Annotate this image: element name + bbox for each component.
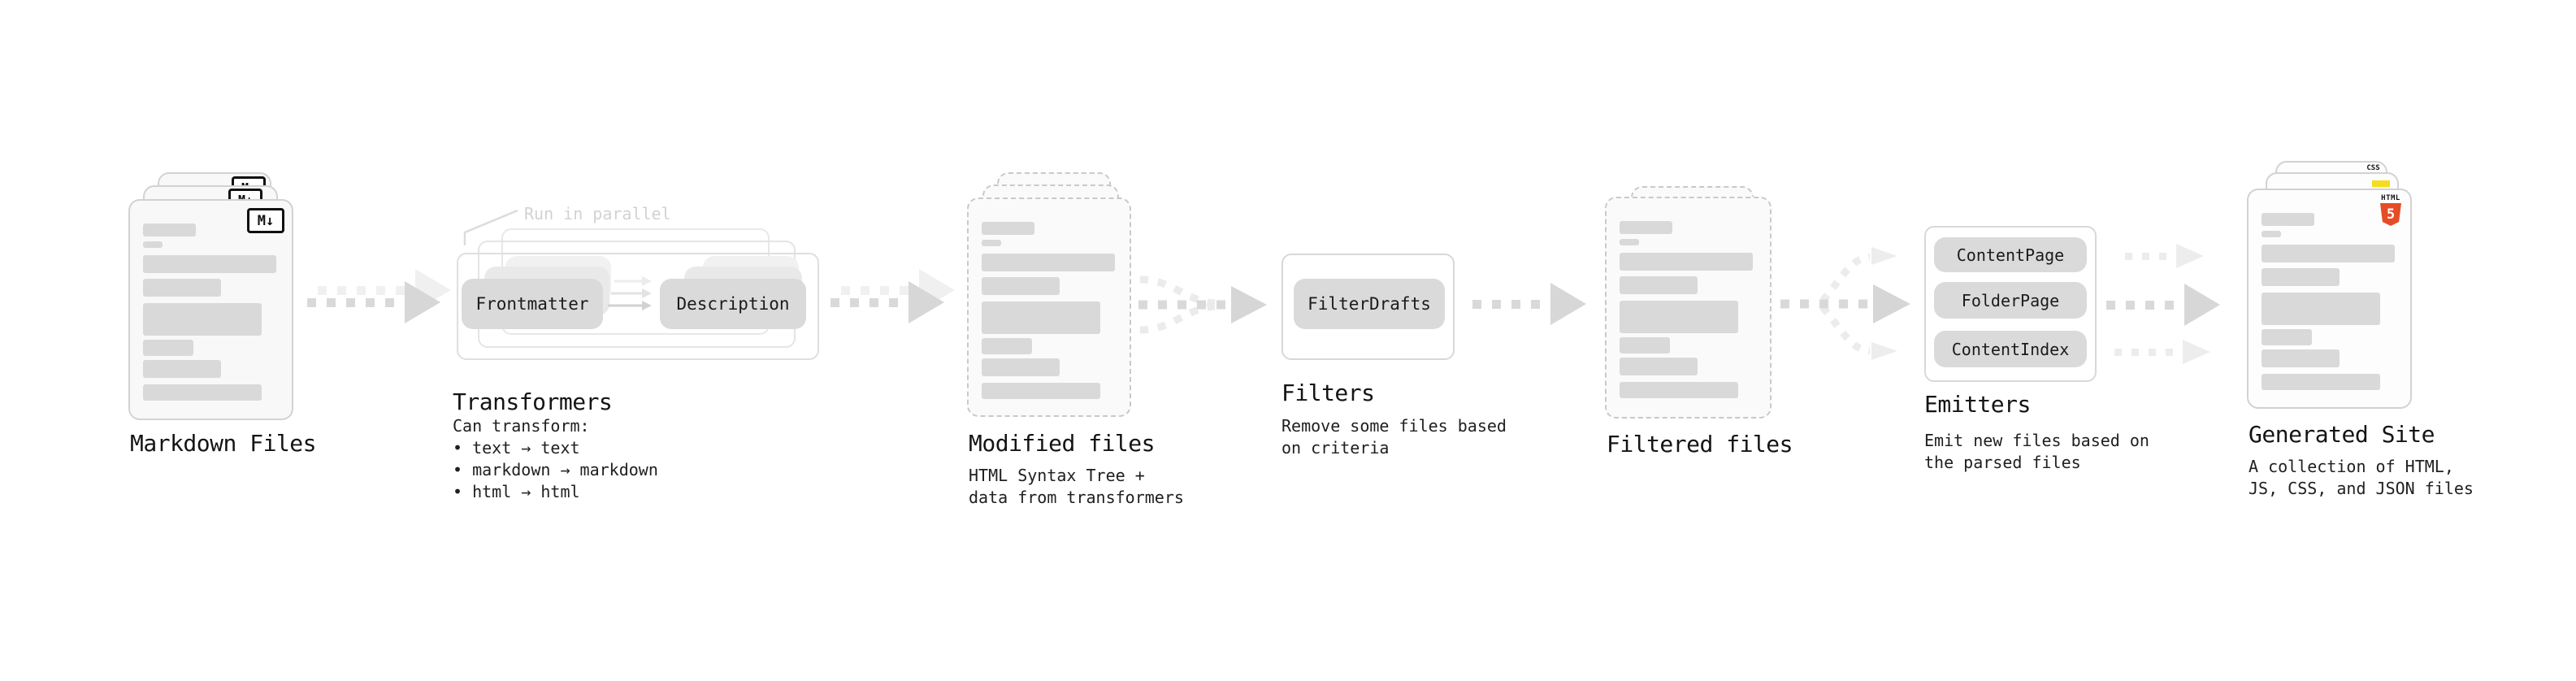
doc-line bbox=[982, 358, 1060, 376]
doc-line bbox=[143, 360, 221, 378]
doc-line bbox=[982, 254, 1115, 271]
flow-arrow-emitter-top bbox=[2125, 242, 2204, 270]
parallel-note-connector bbox=[463, 209, 518, 245]
flow-arrow-emitter-bottom bbox=[2114, 338, 2210, 366]
filtered-files-label: Filtered files bbox=[1607, 431, 1793, 458]
doc-line bbox=[982, 240, 1001, 246]
markdown-file-card-front: M↓ bbox=[128, 199, 293, 420]
transformer-pill-frontmatter: Frontmatter bbox=[462, 279, 603, 329]
doc-line bbox=[2262, 349, 2340, 367]
modified-files-description: HTML Syntax Tree + data from transformer… bbox=[969, 466, 1184, 507]
markdown-files-label: Markdown Files bbox=[130, 430, 317, 457]
emitter-pill-contentindex: ContentIndex bbox=[1934, 331, 2087, 367]
doc-line bbox=[982, 277, 1060, 295]
doc-line bbox=[2262, 245, 2395, 262]
filters-title: Filters bbox=[1281, 380, 1375, 406]
doc-line bbox=[143, 255, 276, 273]
flow-arrow-filters-to-filtered bbox=[1472, 283, 1586, 325]
doc-line bbox=[1620, 358, 1698, 375]
flow-arrow-modified-to-filters bbox=[1138, 275, 1267, 334]
doc-line bbox=[1620, 301, 1738, 333]
doc-line bbox=[1620, 239, 1639, 245]
transformer-inner-arrows bbox=[608, 276, 652, 310]
doc-line bbox=[982, 338, 1032, 354]
generated-site-description: A collection of HTML, JS, CSS, and JSON … bbox=[2249, 457, 2474, 498]
filtered-file-card-front bbox=[1605, 197, 1772, 419]
doc-line bbox=[2262, 329, 2312, 345]
doc-line bbox=[1620, 337, 1670, 354]
javascript-icon bbox=[2372, 180, 2390, 187]
doc-line bbox=[143, 279, 221, 297]
doc-line bbox=[1620, 253, 1753, 271]
doc-line bbox=[1620, 382, 1738, 398]
doc-line bbox=[143, 223, 196, 236]
doc-line bbox=[143, 241, 163, 248]
emitter-pill-contentpage: ContentPage bbox=[1934, 237, 2087, 272]
doc-line bbox=[982, 301, 1100, 334]
doc-line bbox=[143, 303, 262, 336]
filters-description: Remove some files based on criteria bbox=[1281, 416, 1507, 458]
emitters-description: Emit new files based on the parsed files bbox=[1924, 431, 2149, 472]
filter-pill-filterdrafts: FilterDrafts bbox=[1294, 279, 1445, 329]
doc-line bbox=[1620, 276, 1698, 294]
transformers-title: Transformers bbox=[453, 388, 613, 415]
doc-line bbox=[2262, 374, 2380, 390]
generated-card-front: HTML 5 bbox=[2247, 189, 2412, 409]
markdown-icon: M↓ bbox=[247, 208, 284, 233]
emitters-title: Emitters bbox=[1924, 391, 2031, 418]
modified-file-card-front bbox=[967, 197, 1131, 417]
doc-line bbox=[1620, 221, 1672, 234]
flow-arrow-filtered-to-emitters bbox=[1780, 247, 1910, 360]
flow-arrow-transformers-to-modified bbox=[830, 281, 944, 323]
doc-line bbox=[2262, 293, 2380, 325]
doc-line bbox=[143, 340, 193, 356]
doc-line bbox=[982, 383, 1100, 399]
transformer-pill-description: Description bbox=[660, 279, 806, 329]
emitter-pill-folderpage: FolderPage bbox=[1934, 282, 2087, 319]
html5-icon: HTML 5 bbox=[2380, 194, 2401, 226]
doc-line bbox=[2262, 213, 2314, 226]
doc-line bbox=[2262, 231, 2281, 237]
doc-line bbox=[2262, 268, 2340, 286]
generated-site-label: Generated Site bbox=[2249, 421, 2435, 448]
doc-line bbox=[982, 222, 1034, 235]
doc-line bbox=[143, 384, 262, 401]
transformers-description: Can transform: • text → text • markdown … bbox=[453, 416, 658, 501]
parallel-note-label: Run in parallel bbox=[524, 204, 671, 223]
modified-files-label: Modified files bbox=[969, 430, 1156, 457]
flow-arrow-emitter-middle bbox=[2106, 284, 2220, 326]
flow-arrow-markdown-to-transformers bbox=[307, 281, 440, 323]
transformer-box-front bbox=[457, 253, 819, 360]
